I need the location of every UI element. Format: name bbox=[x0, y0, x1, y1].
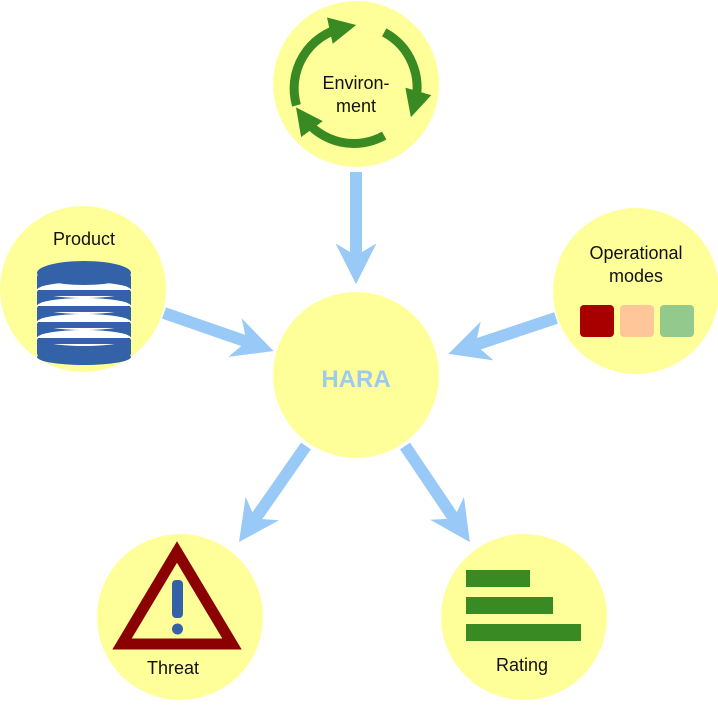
database-icon bbox=[37, 261, 131, 365]
bar-rating-icon bbox=[466, 570, 581, 641]
hara-label: HARA bbox=[321, 366, 390, 393]
rating-node: Rating bbox=[441, 534, 607, 700]
product-node: Product bbox=[0, 206, 166, 372]
mode-swatch-orange bbox=[620, 305, 654, 337]
rating-bar bbox=[466, 597, 553, 614]
operational-modes-circle bbox=[553, 208, 718, 374]
hara-circle bbox=[273, 292, 439, 458]
connector-arrows bbox=[162, 172, 558, 543]
operational-modes-label-line2: modes bbox=[609, 266, 663, 286]
mode-swatches-icon bbox=[580, 305, 694, 337]
operational-modes-node: Operational modes bbox=[553, 208, 718, 374]
rating-label: Rating bbox=[496, 655, 548, 675]
recycle-arrows-icon bbox=[289, 17, 432, 149]
warning-triangle-icon bbox=[112, 541, 242, 650]
environment-label-line1: Environ- bbox=[322, 73, 389, 93]
environment-node: Environ- ment bbox=[273, 1, 439, 167]
product-label: Product bbox=[53, 229, 115, 249]
rating-bar bbox=[466, 624, 581, 641]
mode-swatch-green bbox=[660, 305, 694, 337]
arrow-hara-to-threat bbox=[238, 442, 311, 543]
threat-node: Threat bbox=[97, 534, 263, 700]
mode-swatch-red bbox=[580, 305, 614, 337]
arrow-product-to-hara bbox=[162, 307, 274, 357]
operational-modes-label-line1: Operational bbox=[589, 243, 682, 263]
rating-bar bbox=[466, 570, 530, 587]
arrow-modes-to-hara bbox=[448, 312, 558, 361]
environment-label-line2: ment bbox=[336, 96, 376, 116]
arrow-hara-to-rating bbox=[400, 442, 470, 543]
threat-label: Threat bbox=[147, 658, 199, 678]
hara-center-node: HARA bbox=[273, 292, 439, 458]
rating-circle bbox=[441, 534, 607, 700]
